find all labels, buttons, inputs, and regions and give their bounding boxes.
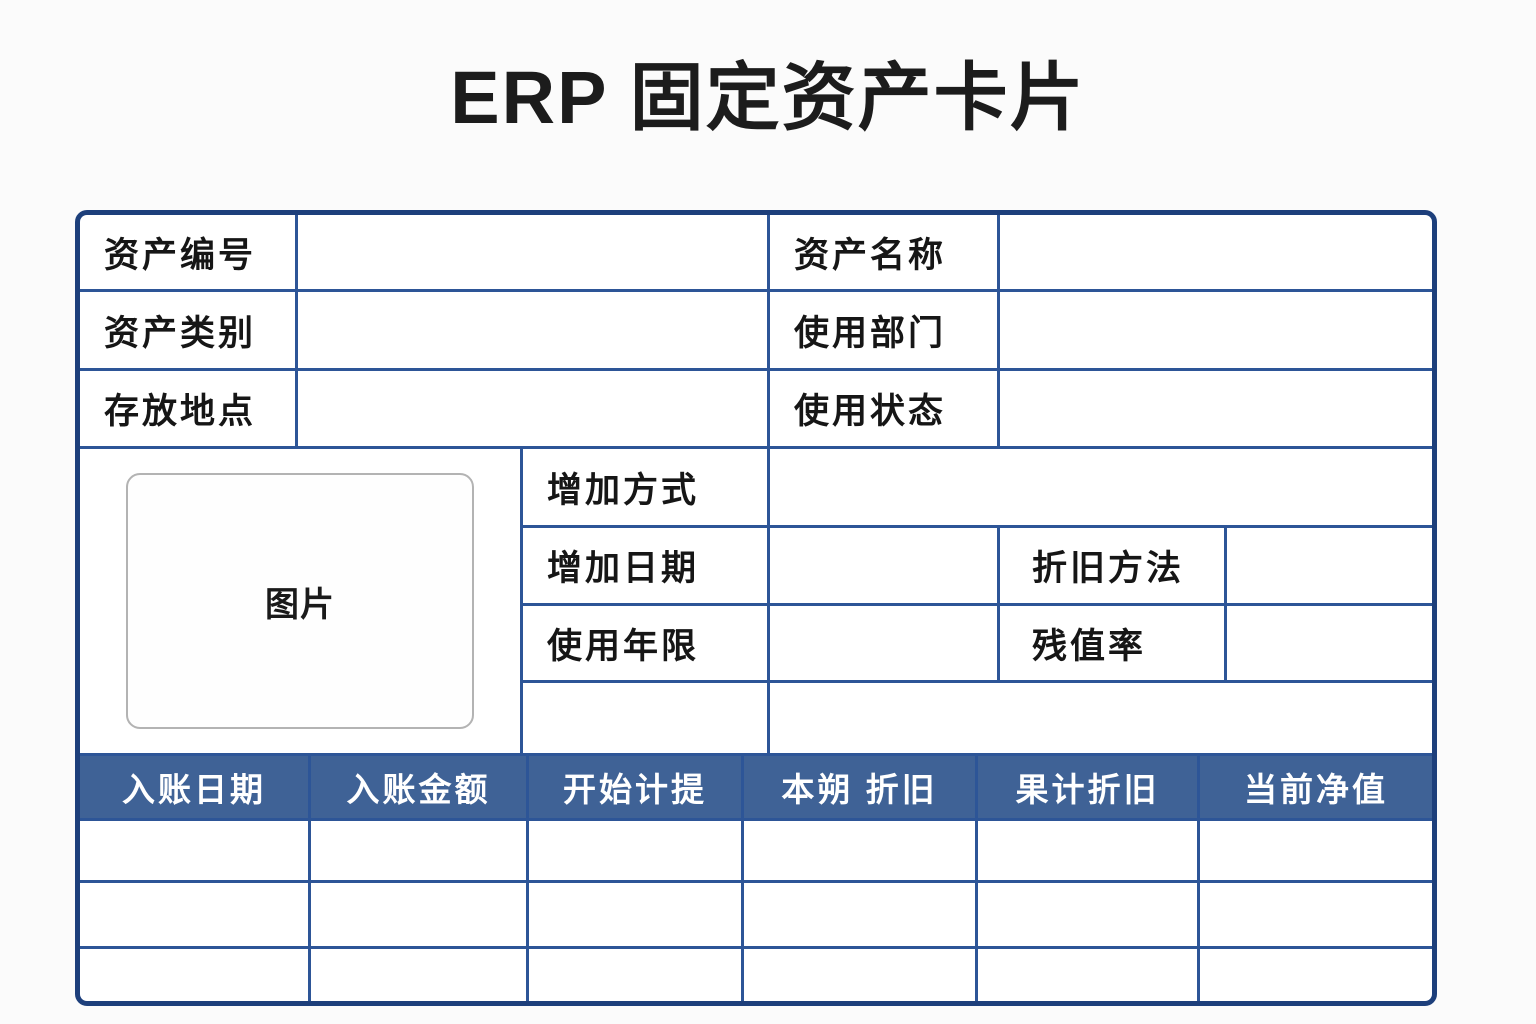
ledger-row: [80, 821, 1432, 880]
info-row-asset-number: 资产编号 资产名称: [80, 215, 1432, 289]
ledger-cell[interactable]: [1200, 821, 1432, 880]
depreciation-method-value[interactable]: [1227, 528, 1432, 603]
storage-location-label: 存放地点: [80, 371, 295, 446]
ledger-cell[interactable]: [1200, 949, 1432, 1001]
add-date-label: 增加日期: [523, 528, 767, 603]
ledger-cell[interactable]: [1200, 883, 1432, 946]
asset-name-value[interactable]: [1000, 215, 1432, 289]
residual-rate-label: 残值率: [1000, 606, 1224, 680]
ledger-header-accumulated-depreciation: 果计折旧: [978, 756, 1197, 818]
depreciation-method-label: 折旧方法: [1000, 528, 1224, 603]
page-title: ERP 固定资产卡片: [450, 56, 1086, 139]
ledger-header-current-net-value: 当前净值: [1200, 756, 1432, 818]
detail-row-add-method: 增加方式: [523, 449, 1432, 525]
asset-number-label: 资产编号: [80, 215, 295, 289]
ledger-row: [80, 883, 1432, 946]
ledger-cell[interactable]: [311, 949, 526, 1001]
ledger-cell[interactable]: [80, 949, 308, 1001]
add-date-value[interactable]: [770, 528, 997, 603]
storage-location-value[interactable]: [298, 371, 767, 446]
asset-name-label: 资产名称: [770, 215, 997, 289]
add-method-label: 增加方式: [523, 449, 767, 525]
ledger-cell[interactable]: [744, 949, 975, 1001]
info-row-asset-category: 资产类别 使用部门: [80, 292, 1432, 368]
ledger-cell[interactable]: [978, 883, 1197, 946]
ledger-cell[interactable]: [311, 883, 526, 946]
detail-fields: 增加方式 增加日期 折旧方法 使用年限 残值率: [523, 449, 1432, 753]
spare-cell-left: [523, 683, 767, 753]
asset-category-label: 资产类别: [80, 292, 295, 368]
add-method-value[interactable]: [770, 449, 1432, 525]
ledger-header-start-accrual: 开始计提: [529, 756, 741, 818]
ledger-cell[interactable]: [529, 821, 741, 880]
detail-row-add-date: 增加日期 折旧方法: [523, 528, 1432, 603]
ledger-header-period-depreciation: 本朔 折旧: [744, 756, 975, 818]
ledger-header-entry-amount: 入账金额: [311, 756, 526, 818]
ledger-header-row: 入账日期 入账金额 开始计提 本朔 折旧 果计折旧 当前净值: [80, 756, 1432, 818]
ledger-cell[interactable]: [978, 949, 1197, 1001]
using-department-label: 使用部门: [770, 292, 997, 368]
using-department-value[interactable]: [1000, 292, 1432, 368]
useful-life-label: 使用年限: [523, 606, 767, 680]
image-placeholder[interactable]: 图片: [126, 473, 474, 729]
ledger-row: [80, 949, 1432, 1001]
ledger-cell[interactable]: [978, 821, 1197, 880]
image-placeholder-label: 图片: [265, 585, 335, 624]
ledger-cell[interactable]: [529, 949, 741, 1001]
asset-number-value[interactable]: [298, 215, 767, 289]
detail-block: 图片 增加方式 增加日期 折旧方法 使用年限 残值率: [80, 449, 1432, 753]
ledger-cell[interactable]: [744, 821, 975, 880]
ledger-cell[interactable]: [744, 883, 975, 946]
ledger-cell[interactable]: [311, 821, 526, 880]
useful-life-value[interactable]: [770, 606, 997, 680]
usage-status-label: 使用状态: [770, 371, 997, 446]
asset-category-value[interactable]: [298, 292, 767, 368]
residual-rate-value[interactable]: [1227, 606, 1432, 680]
ledger-cell[interactable]: [80, 883, 308, 946]
ledger-cell[interactable]: [529, 883, 741, 946]
ledger-cell[interactable]: [80, 821, 308, 880]
spare-cell-right: [770, 683, 1432, 753]
ledger-header-entry-date: 入账日期: [80, 756, 308, 818]
info-row-storage-location: 存放地点 使用状态: [80, 371, 1432, 446]
detail-row-useful-life: 使用年限 残值率: [523, 606, 1432, 680]
image-placeholder-cell: 图片: [80, 449, 520, 753]
usage-status-value[interactable]: [1000, 371, 1432, 446]
detail-row-spare: [523, 683, 1432, 753]
asset-card-table: 资产编号 资产名称 资产类别 使用部门 存放地点 使用状态 图片 增加方式: [75, 210, 1437, 1006]
